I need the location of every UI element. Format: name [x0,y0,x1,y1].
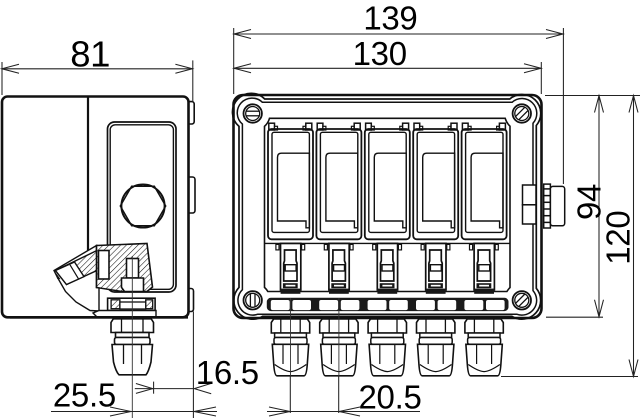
svg-text:94: 94 [570,184,607,220]
svg-text:81: 81 [70,34,110,75]
svg-text:25.5: 25.5 [53,376,116,413]
svg-text:120: 120 [599,211,636,265]
svg-text:16.5: 16.5 [196,354,259,391]
svg-text:20.5: 20.5 [358,379,421,416]
svg-text:139: 139 [363,0,417,36]
svg-text:130: 130 [353,35,407,72]
